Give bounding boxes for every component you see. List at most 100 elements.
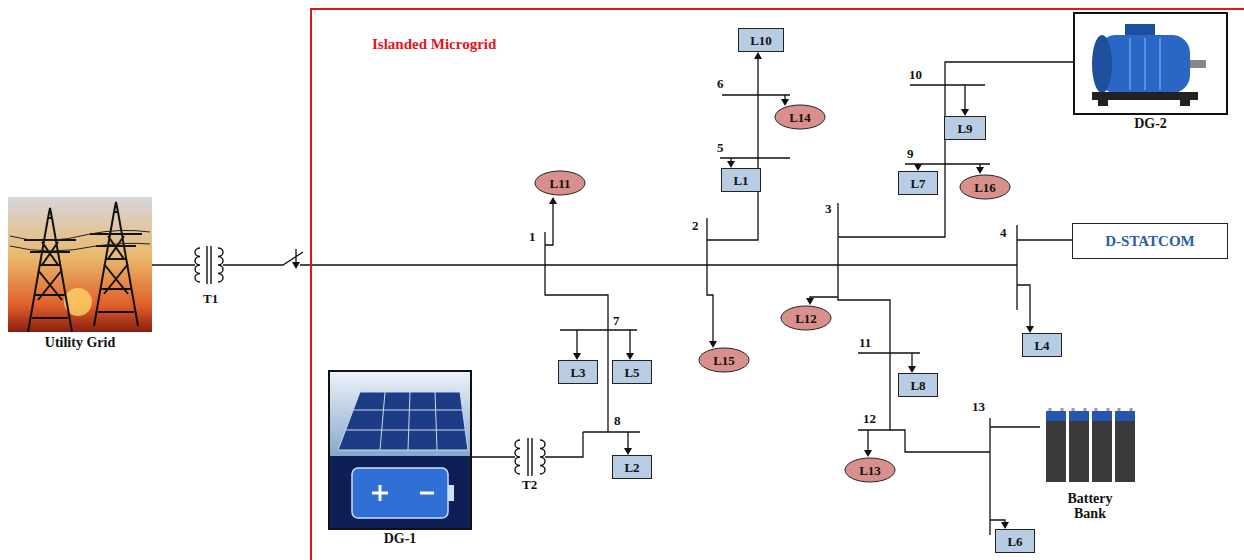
load-box: L8 xyxy=(898,373,938,397)
transformer-symbol xyxy=(218,248,223,282)
battery-bank-picture xyxy=(1069,420,1089,482)
arrowhead xyxy=(1026,326,1034,333)
load-ellipse-outline xyxy=(781,306,831,330)
arrowhead xyxy=(709,341,717,348)
generator-picture xyxy=(1092,92,1198,100)
pv-battery-picture xyxy=(372,485,434,501)
transformer-label: T2 xyxy=(522,478,537,492)
statcom-box: D-STATCOM xyxy=(1072,223,1228,259)
component-label: DG-1 xyxy=(384,531,417,546)
battery-bank-picture xyxy=(1115,420,1135,482)
utility-grid-picture xyxy=(8,197,152,332)
transformer-symbol xyxy=(515,440,520,474)
load-label: L10 xyxy=(750,33,772,48)
component-label: Battery Bank xyxy=(1055,491,1125,521)
arrowhead xyxy=(864,450,872,457)
load-box: L10 xyxy=(738,28,784,52)
load-label: L9 xyxy=(957,121,972,136)
arrowhead xyxy=(806,298,814,305)
arrowhead xyxy=(961,109,969,116)
arrowhead xyxy=(781,99,789,106)
load-box: L5 xyxy=(612,360,652,384)
bus-number: 9 xyxy=(907,147,914,161)
load-ellipse: L16 xyxy=(959,174,1011,200)
generator-picture xyxy=(1190,60,1206,68)
transformer-label: T1 xyxy=(203,292,218,306)
bus-wire xyxy=(810,62,1073,535)
pv-battery-image: DG-1 xyxy=(328,370,472,530)
transformer-symbol xyxy=(195,246,545,476)
transformer-symbol xyxy=(207,246,211,284)
bus-number: 13 xyxy=(972,400,985,414)
load-ellipse: L15 xyxy=(698,347,750,373)
component-label: DG-2 xyxy=(1134,116,1167,131)
load-ellipse-outline xyxy=(535,171,585,195)
generator-picture xyxy=(1098,100,1108,106)
load-label: L3 xyxy=(570,365,585,380)
utility-grid-picture xyxy=(8,197,152,332)
pv-battery-picture xyxy=(448,485,454,501)
transformer-symbol xyxy=(195,248,200,282)
load-label: L8 xyxy=(910,378,925,393)
bus-number: 10 xyxy=(909,68,922,82)
arrowhead xyxy=(626,353,634,360)
arrowhead xyxy=(914,164,922,171)
generator-picture xyxy=(1180,100,1190,106)
pv-battery-picture xyxy=(329,371,471,456)
bus-wire xyxy=(152,249,1017,265)
load-ellipse: L13 xyxy=(844,457,896,483)
arrowhead xyxy=(754,52,762,59)
bus-wire xyxy=(707,59,790,341)
bus-number: 7 xyxy=(613,314,620,328)
battery-bank-picture xyxy=(1046,420,1066,482)
component-label: Utility Grid xyxy=(45,335,115,350)
load-ellipse: L11 xyxy=(534,170,586,196)
load-label: L6 xyxy=(1007,534,1022,549)
transformer-symbol xyxy=(540,440,545,474)
load-box: L1 xyxy=(721,168,761,192)
bus-number: 3 xyxy=(825,202,832,216)
battery-bank-picture xyxy=(1046,408,1135,482)
arrowhead xyxy=(292,52,1034,529)
bus-number: 8 xyxy=(614,414,621,428)
arrowhead xyxy=(624,448,632,455)
bus-number: 12 xyxy=(863,412,876,426)
arrowhead xyxy=(549,197,557,204)
load-label: L4 xyxy=(1034,338,1049,353)
pv-battery-picture xyxy=(352,468,448,518)
load-label: L11 xyxy=(550,176,571,191)
load-ellipse-outline xyxy=(775,105,825,129)
load-box: L2 xyxy=(612,455,652,479)
battery-bank-picture xyxy=(1092,420,1112,482)
battery-bank-picture xyxy=(1115,411,1135,421)
load-ellipse-outline xyxy=(845,458,895,482)
load-label: L12 xyxy=(795,311,817,326)
bus-number: 6 xyxy=(717,77,724,91)
arrowhead xyxy=(908,366,916,373)
bus-number: 5 xyxy=(717,141,724,155)
utility-grid-picture xyxy=(24,208,76,332)
generator-picture xyxy=(1092,24,1206,106)
battery-bank-picture xyxy=(1092,411,1112,421)
load-label: L2 xyxy=(624,460,639,475)
pv-battery-picture xyxy=(329,456,471,529)
load-box: L4 xyxy=(1022,333,1062,357)
load-box: L7 xyxy=(898,171,938,195)
load-label: L7 xyxy=(910,176,925,191)
load-label: L16 xyxy=(974,180,996,195)
transformer-symbol xyxy=(528,438,532,476)
load-label: D-STATCOM xyxy=(1105,233,1194,250)
battery-bank-image: Battery Bank xyxy=(1040,398,1140,488)
battery-bank-picture xyxy=(1069,411,1089,421)
load-box: L9 xyxy=(944,116,986,140)
pv-battery-picture xyxy=(329,371,471,529)
bus-number: 2 xyxy=(692,219,699,233)
generator-picture xyxy=(1130,38,1160,90)
load-box: L3 xyxy=(558,360,598,384)
load-label: L14 xyxy=(789,110,811,125)
bus-number: 4 xyxy=(1000,226,1007,240)
load-ellipse-outline xyxy=(960,175,1010,199)
load-label: L13 xyxy=(859,463,881,478)
region-title: Islanded Microgrid xyxy=(372,36,496,53)
